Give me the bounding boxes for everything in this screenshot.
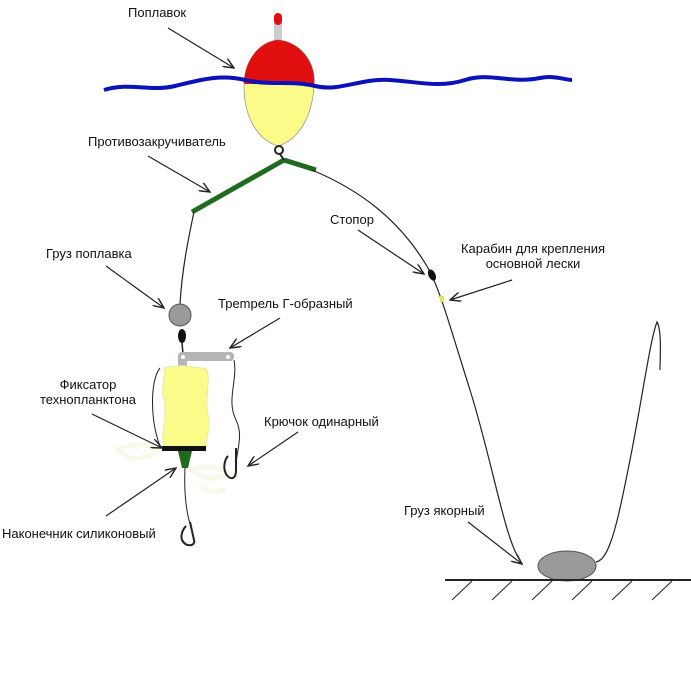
anchor-weight	[537, 550, 597, 582]
arrow-fixer	[91, 413, 162, 448]
label-float-weight: Груз поплавка	[46, 246, 132, 261]
label-stopper: Стопор	[330, 212, 374, 227]
single-hook	[223, 448, 237, 480]
label-fixer-line2: технопланктона	[40, 392, 136, 407]
hook-leader-left	[152, 367, 161, 447]
label-fixer-line1: Фиксатор	[59, 377, 117, 392]
fixer-bar	[162, 446, 206, 451]
stopper	[427, 269, 437, 281]
ground	[445, 579, 691, 601]
arrow-antitwist	[147, 155, 210, 192]
arrow-single-hook	[248, 431, 299, 466]
arrow-anchor	[467, 521, 522, 564]
arrow-silicone	[105, 468, 176, 517]
label-anchor-weight: Груз якорный	[404, 503, 485, 518]
hook-leader-right	[231, 359, 241, 467]
label-fixer: Фиксатор технопланктона	[18, 377, 158, 407]
label-carabiner: Карабин для крепления основной лески	[450, 241, 616, 271]
label-antitwist: Противозакручиватель	[88, 134, 226, 149]
water-surface	[103, 75, 573, 92]
anchor-line-up	[595, 320, 661, 563]
label-float: Поплавок	[128, 5, 187, 20]
bottom-line	[184, 467, 191, 525]
float-tip	[274, 13, 282, 25]
arrow-stopper	[357, 229, 424, 274]
main-line	[311, 169, 521, 561]
arrow-float-weight	[105, 265, 164, 308]
antitwist-rig	[190, 153, 317, 215]
label-trempel: Трempель Г-образный	[218, 296, 353, 311]
carabiner	[440, 296, 444, 302]
watermark	[113, 442, 236, 494]
arrow-trempel	[230, 317, 281, 348]
callout-arrows	[91, 27, 522, 564]
silicone-tip-shape	[178, 451, 192, 468]
bottom-hook	[180, 521, 196, 547]
leader-line	[179, 211, 195, 305]
plankton-bait	[162, 365, 210, 447]
float	[243, 39, 315, 155]
label-carabiner-line2: основной лески	[485, 256, 581, 271]
swivel	[178, 329, 186, 343]
arrow-carabiner	[450, 279, 513, 300]
float-weight	[168, 303, 192, 327]
label-silicone-tip: Наконечник силиконовый	[2, 526, 156, 541]
label-single-hook: Крючок одинарный	[264, 414, 379, 429]
float-antenna	[274, 20, 282, 48]
arrow-float	[167, 27, 234, 68]
label-carabiner-line1: Карабин для крепления	[460, 241, 606, 256]
